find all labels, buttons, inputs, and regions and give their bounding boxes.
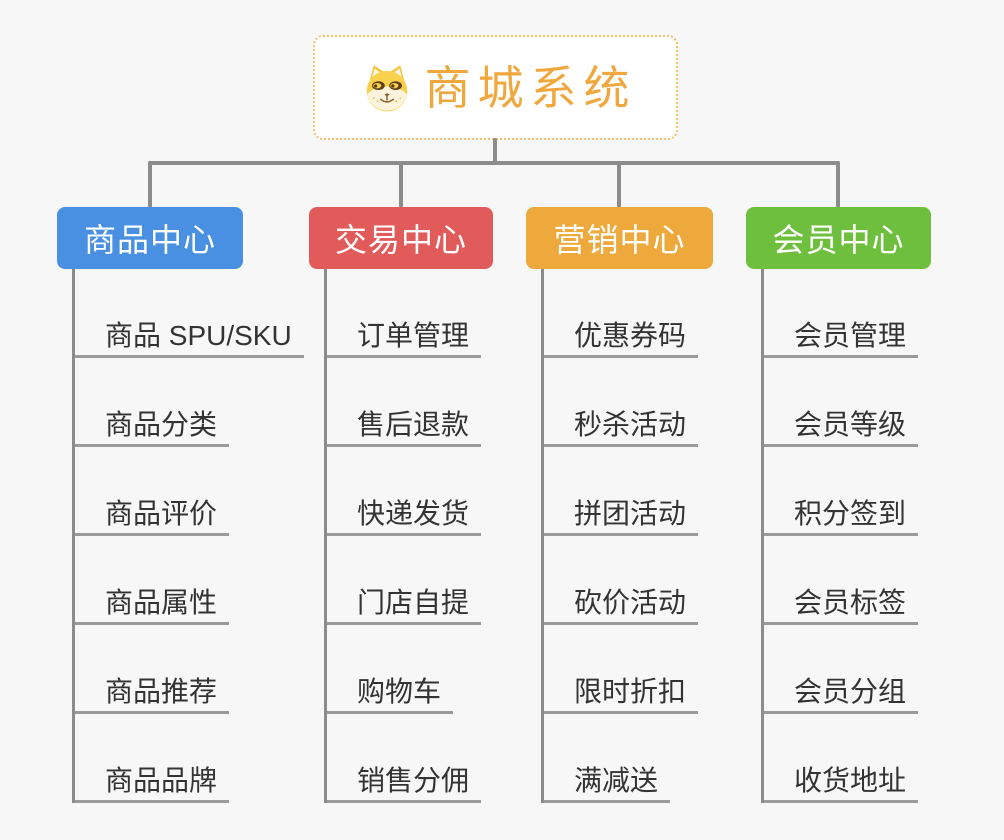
leaf-label: 商品评价 bbox=[105, 498, 218, 529]
leaf-label: 满减送 bbox=[574, 765, 659, 796]
leaf-label: 会员管理 bbox=[794, 320, 907, 351]
leaf-node[interactable]: 优惠券码 bbox=[541, 269, 699, 358]
branch-column-marketing: 营销中心 优惠券码 秒杀活动 拼团活动 砍价活动 限时折扣 满减送 bbox=[526, 207, 713, 803]
connector-branch-line bbox=[761, 269, 764, 803]
leaf-label: 商品属性 bbox=[105, 587, 218, 618]
leaf-node[interactable]: 商品 SPU/SKU bbox=[72, 269, 304, 358]
branch-items-members: 会员管理 会员等级 积分签到 会员标签 会员分组 收货地址 bbox=[746, 269, 931, 803]
leaf-node[interactable]: 秒杀活动 bbox=[541, 358, 699, 447]
leaf-node[interactable]: 会员管理 bbox=[761, 269, 919, 358]
branch-column-products: 商品中心 商品 SPU/SKU 商品分类 商品评价 商品属性 商品推荐 商品品牌 bbox=[57, 207, 304, 803]
branch-label: 营销中心 bbox=[553, 222, 686, 258]
leaf-label: 销售分佣 bbox=[357, 765, 470, 796]
leaf-label: 商品 SPU/SKU bbox=[105, 320, 292, 351]
leaf-label: 会员等级 bbox=[794, 409, 907, 440]
branch-items-products: 商品 SPU/SKU 商品分类 商品评价 商品属性 商品推荐 商品品牌 bbox=[57, 269, 304, 803]
leaf-label: 商品品牌 bbox=[105, 765, 218, 796]
root-node[interactable]: 商城系统 bbox=[313, 35, 678, 140]
leaf-node[interactable]: 订单管理 bbox=[324, 269, 482, 358]
leaf-label: 商品分类 bbox=[105, 409, 218, 440]
leaf-node[interactable]: 收货地址 bbox=[761, 714, 919, 803]
leaf-node[interactable]: 门店自提 bbox=[324, 536, 482, 625]
leaf-label: 拼团活动 bbox=[574, 498, 687, 529]
leaf-label: 门店自提 bbox=[357, 587, 470, 618]
connector-root-stub bbox=[493, 138, 497, 165]
leaf-label: 积分签到 bbox=[794, 498, 907, 529]
leaf-label: 会员标签 bbox=[794, 587, 907, 618]
branch-node-members[interactable]: 会员中心 bbox=[746, 207, 931, 269]
branch-column-trade: 交易中心 订单管理 售后退款 快递发货 门店自提 购物车 销售分佣 bbox=[309, 207, 493, 803]
leaf-node[interactable]: 商品推荐 bbox=[72, 625, 230, 714]
branch-node-trade[interactable]: 交易中心 bbox=[309, 207, 493, 269]
leaf-node[interactable]: 商品品牌 bbox=[72, 714, 230, 803]
connector-drop-members bbox=[836, 161, 840, 208]
branch-node-products[interactable]: 商品中心 bbox=[57, 207, 243, 269]
leaf-label: 砍价活动 bbox=[574, 587, 687, 618]
branch-items-trade: 订单管理 售后退款 快递发货 门店自提 购物车 销售分佣 bbox=[309, 269, 493, 803]
leaf-node[interactable]: 会员等级 bbox=[761, 358, 919, 447]
leaf-label: 秒杀活动 bbox=[574, 409, 687, 440]
branch-label: 会员中心 bbox=[772, 222, 905, 258]
connector-rail bbox=[148, 161, 840, 165]
leaf-node[interactable]: 拼团活动 bbox=[541, 447, 699, 536]
leaf-node[interactable]: 限时折扣 bbox=[541, 625, 699, 714]
leaf-node[interactable]: 售后退款 bbox=[324, 358, 482, 447]
leaf-node[interactable]: 会员分组 bbox=[761, 625, 919, 714]
connector-branch-line bbox=[72, 269, 75, 803]
leaf-node[interactable]: 商品分类 bbox=[72, 358, 230, 447]
leaf-node[interactable]: 商品评价 bbox=[72, 447, 230, 536]
leaf-node[interactable]: 购物车 bbox=[324, 625, 454, 714]
leaf-label: 购物车 bbox=[357, 676, 442, 707]
leaf-label: 优惠券码 bbox=[574, 320, 687, 351]
leaf-label: 快递发货 bbox=[357, 498, 470, 529]
leaf-node[interactable]: 砍价活动 bbox=[541, 536, 699, 625]
connector-branch-line bbox=[541, 269, 544, 803]
branch-column-members: 会员中心 会员管理 会员等级 积分签到 会员标签 会员分组 收货地址 bbox=[746, 207, 931, 803]
connector-branch-line bbox=[324, 269, 327, 803]
leaf-node[interactable]: 商品属性 bbox=[72, 536, 230, 625]
connector-drop-products bbox=[148, 161, 152, 208]
leaf-node[interactable]: 积分签到 bbox=[761, 447, 919, 536]
leaf-label: 收货地址 bbox=[794, 765, 907, 796]
root-title: 商城系统 bbox=[424, 61, 637, 114]
branch-label: 商品中心 bbox=[83, 222, 216, 258]
leaf-label: 限时折扣 bbox=[574, 676, 687, 707]
leaf-label: 商品推荐 bbox=[105, 676, 218, 707]
connector-drop-marketing bbox=[617, 161, 621, 208]
leaf-node[interactable]: 快递发货 bbox=[324, 447, 482, 536]
doge-icon bbox=[362, 63, 412, 113]
leaf-label: 售后退款 bbox=[357, 409, 470, 440]
branch-items-marketing: 优惠券码 秒杀活动 拼团活动 砍价活动 限时折扣 满减送 bbox=[526, 269, 713, 803]
branch-node-marketing[interactable]: 营销中心 bbox=[526, 207, 713, 269]
leaf-label: 会员分组 bbox=[794, 676, 907, 707]
leaf-label: 订单管理 bbox=[357, 320, 470, 351]
leaf-node[interactable]: 会员标签 bbox=[761, 536, 919, 625]
branch-label: 交易中心 bbox=[334, 222, 467, 258]
leaf-node[interactable]: 销售分佣 bbox=[324, 714, 482, 803]
leaf-node[interactable]: 满减送 bbox=[541, 714, 671, 803]
connector-drop-trade bbox=[399, 161, 403, 208]
